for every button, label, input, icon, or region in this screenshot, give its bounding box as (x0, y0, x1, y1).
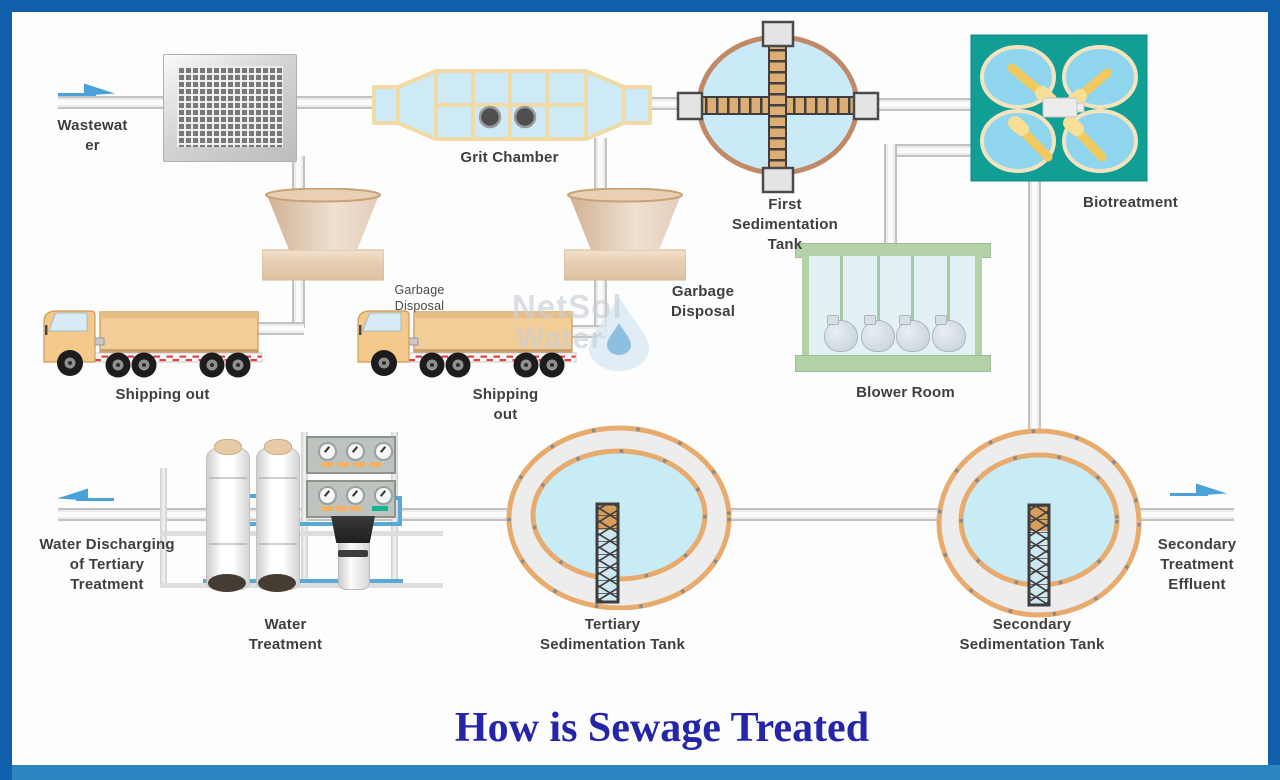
center-truss-tower (1027, 503, 1051, 607)
blower-drop-pipe (911, 256, 914, 322)
indicator-light (338, 462, 349, 467)
gauge-icon (318, 486, 337, 505)
biotreatment-unit (970, 34, 1148, 182)
wt-tank-1 (206, 439, 250, 592)
pipe-funnel1-to-truck (256, 322, 304, 335)
pipe-grit-to-funnel2 (594, 138, 607, 198)
tertiary-sedimentation-tank (506, 425, 732, 610)
center-motor (1042, 97, 1078, 118)
garbage-funnel-2 (564, 188, 686, 281)
wt-blue-pipe (246, 522, 402, 526)
indicator-light (322, 462, 333, 467)
watermark-drop-icon (589, 297, 649, 371)
tank-end-blocks (676, 20, 880, 194)
label-wastewater: Wastewat er (57, 117, 128, 154)
indicator-light (350, 506, 361, 511)
grit-ball-1 (478, 105, 502, 129)
label-grit-chamber: Grit Chamber (460, 149, 559, 166)
blower-unit-4 (932, 315, 966, 352)
pipe-wastewater-inlet (58, 96, 173, 109)
wt-control-panel-lower (306, 480, 396, 518)
tank-seam (259, 477, 297, 479)
wt-frame-post (160, 468, 167, 588)
inflow-arrow-icon (58, 83, 115, 96)
truck-windshield (48, 312, 88, 332)
label-secondary-tank: Secondary Sedimentation Tank (959, 616, 1105, 653)
label-water-treatment: Water Treatment (248, 616, 323, 653)
blower-unit-2 (861, 315, 895, 352)
wt-blue-pipe (203, 579, 403, 583)
tank-seam (209, 543, 247, 545)
page-title: How is Sewage Treated (454, 705, 870, 751)
effluent-arrow-icon (1170, 483, 1227, 496)
grit-chamber (372, 69, 652, 141)
footer-bar (12, 765, 1280, 780)
blower-drop-pipe (877, 256, 880, 322)
wt-pump-head (331, 516, 375, 543)
pipe-bio-to-blower-h (884, 144, 976, 157)
label-first-sedimentation-tank: First Sedimentation Tank (732, 196, 838, 253)
wt-blue-pipe (398, 496, 402, 526)
indicator-light (336, 506, 347, 511)
blower-unit-3 (896, 315, 930, 352)
wt-tank-2 (256, 439, 300, 592)
grit-ball-2 (513, 105, 537, 129)
indicator-light (370, 462, 381, 467)
discharge-arrow-icon (57, 488, 114, 501)
truck-wheels (371, 350, 565, 378)
wt-filter-cylinder (338, 541, 370, 590)
pipe-bottom-main (58, 508, 946, 521)
blower-drop-pipe (947, 256, 950, 322)
pipe-effluent-out (1136, 508, 1234, 521)
scraper-arm-vertical (768, 31, 787, 185)
pipe-funnel1-down (292, 276, 305, 328)
pipe-grit-to-firstsed (648, 97, 682, 110)
watermark-text-1: NetSol (512, 288, 623, 325)
secondary-sedimentation-tank (936, 428, 1142, 618)
tank-seam (209, 477, 247, 479)
gauge-icon (346, 442, 365, 461)
blower-drop-pipe (840, 256, 843, 322)
indicator-light (322, 506, 333, 511)
tank-seam (259, 543, 297, 545)
truck-windshield (362, 312, 402, 332)
gauge-icon (318, 442, 337, 461)
blower-unit-1 (824, 315, 858, 352)
label-biotreatment: Biotreatment (1083, 194, 1178, 211)
gauge-icon (374, 486, 393, 505)
gauge-icon (346, 486, 365, 505)
label-garbage-disposal: Garbage Disposal (670, 283, 736, 320)
label-garbage-disposal-small: Garbage Disposal (394, 283, 445, 313)
pipe-bio-to-secondary (1028, 180, 1041, 436)
label-shipping-out-1: Shipping out (115, 386, 210, 403)
gauge-icon (374, 442, 393, 461)
indicator-light (354, 462, 365, 467)
pipe-bio-to-blower-v (884, 144, 897, 248)
truck-wheels (57, 350, 251, 378)
watermark-text-2: Water (516, 322, 604, 355)
blower-room-bottom-bar (795, 355, 991, 372)
indicator-light-green (372, 506, 388, 511)
pipe-firstsed-to-bio (872, 98, 974, 111)
wt-frame-rail (160, 583, 443, 588)
label-tertiary-tank: Tertiary Sedimentation Tank (539, 616, 685, 653)
wt-frame-rail (160, 531, 443, 536)
first-sedimentation-tank (676, 20, 880, 194)
center-truss-tower (595, 502, 620, 604)
bar-screen-mesh (177, 66, 283, 147)
label-secondary-effluent: Secondary Treatment Effluent (1157, 536, 1237, 593)
label-blower-room: Blower Room (856, 384, 955, 401)
pipe-funnel2-down (594, 276, 607, 332)
wt-frame-post (301, 432, 308, 588)
label-shipping-out-2: Shipping out (472, 386, 539, 423)
shipping-truck-1 (43, 310, 263, 378)
wt-control-panel-upper (306, 436, 396, 474)
pipe-screen-to-grit (292, 96, 378, 109)
bar-screen (163, 54, 297, 162)
shipping-truck-2 (357, 310, 577, 378)
garbage-funnel-1 (262, 188, 384, 281)
label-water-discharging: Water Discharging of Tertiary Treatment (39, 536, 175, 593)
